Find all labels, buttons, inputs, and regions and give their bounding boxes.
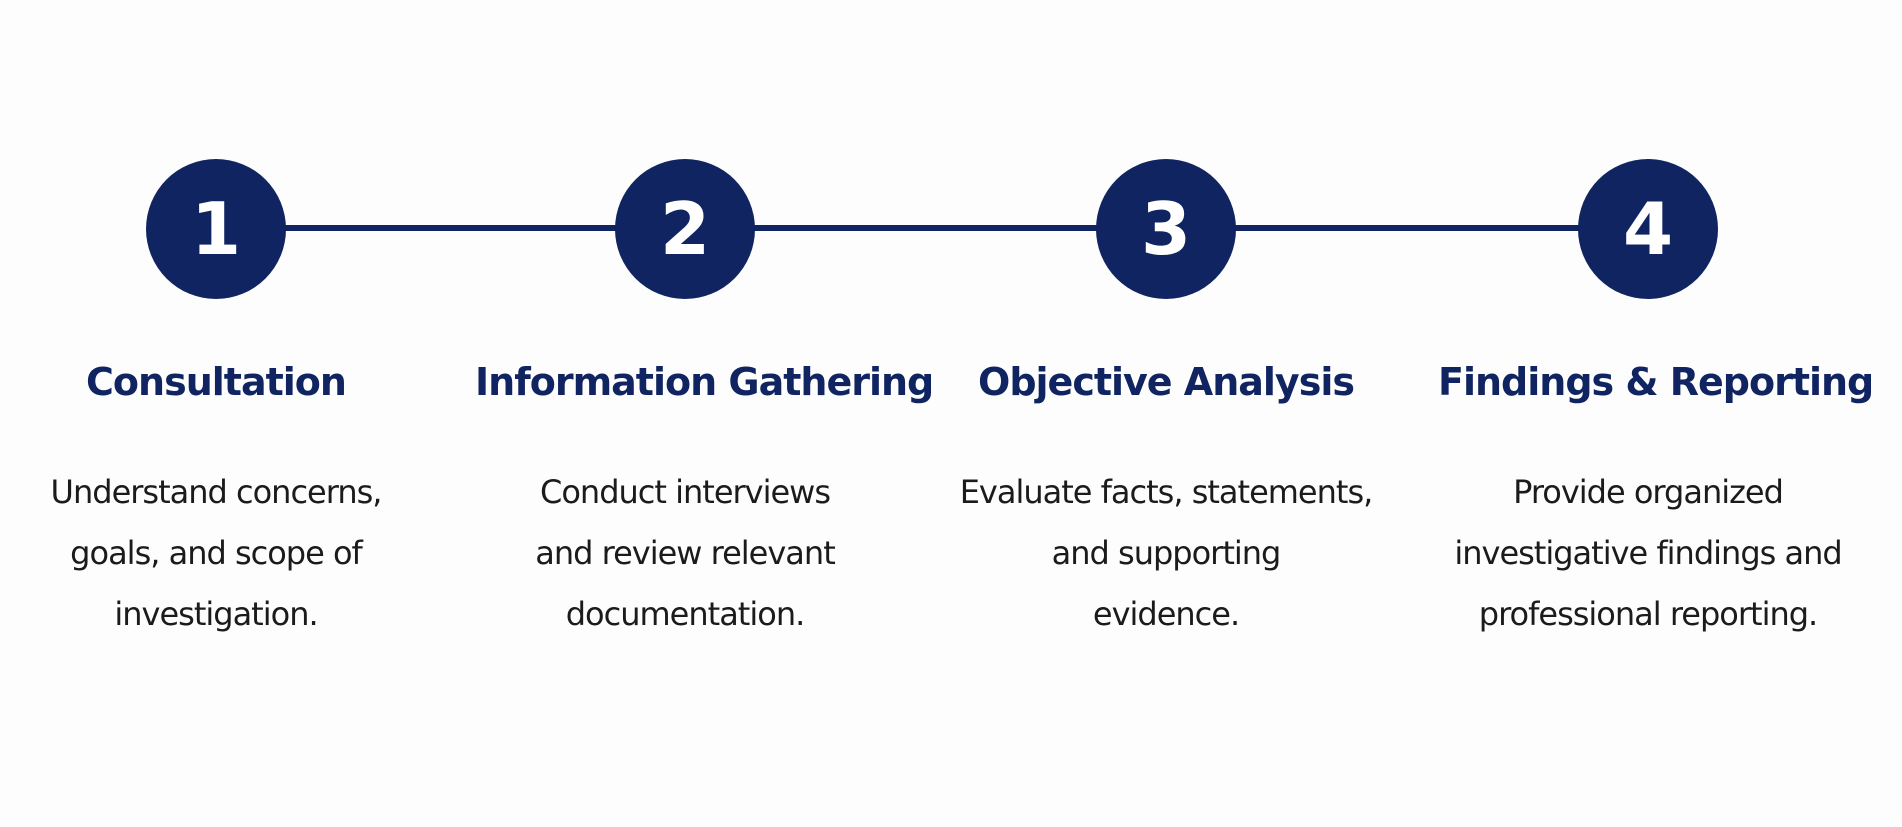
- step-description-line: and review relevant: [535, 534, 835, 572]
- step-description-line: and supporting: [1051, 534, 1282, 572]
- step-description-line: documentation.: [565, 595, 806, 633]
- step-title: Objective Analysis: [978, 360, 1355, 404]
- step-description-line: evidence.: [1092, 595, 1240, 633]
- step-description: Evaluate facts, statements, and supporti…: [956, 462, 1376, 645]
- step-title: Consultation: [86, 360, 347, 404]
- step-title: Findings & Reporting: [1438, 360, 1874, 404]
- step-description-line: professional reporting.: [1478, 595, 1818, 633]
- step-description: Understand concerns, goals, and scope of…: [6, 462, 426, 645]
- step-description-line: goals, and scope of: [70, 534, 363, 572]
- step-description-line: investigative findings and: [1454, 534, 1842, 572]
- step-title: Information Gathering: [475, 360, 934, 404]
- step-description-line: investigation.: [114, 595, 318, 633]
- step-number-circle: 4: [1578, 159, 1718, 299]
- step-number-circle: 2: [615, 159, 755, 299]
- step-description-line: Conduct interviews: [539, 473, 831, 511]
- step-description: Provide organized investigative findings…: [1438, 462, 1858, 645]
- step-description-line: Evaluate facts, statements,: [959, 473, 1374, 511]
- step-description: Conduct interviews and review relevant d…: [475, 462, 895, 645]
- step-description-line: Provide organized: [1513, 473, 1784, 511]
- step-description-line: Understand concerns,: [50, 473, 383, 511]
- timeline-connector-line: [216, 225, 1648, 231]
- step-number-circle: 1: [146, 159, 286, 299]
- step-number-circle: 3: [1096, 159, 1236, 299]
